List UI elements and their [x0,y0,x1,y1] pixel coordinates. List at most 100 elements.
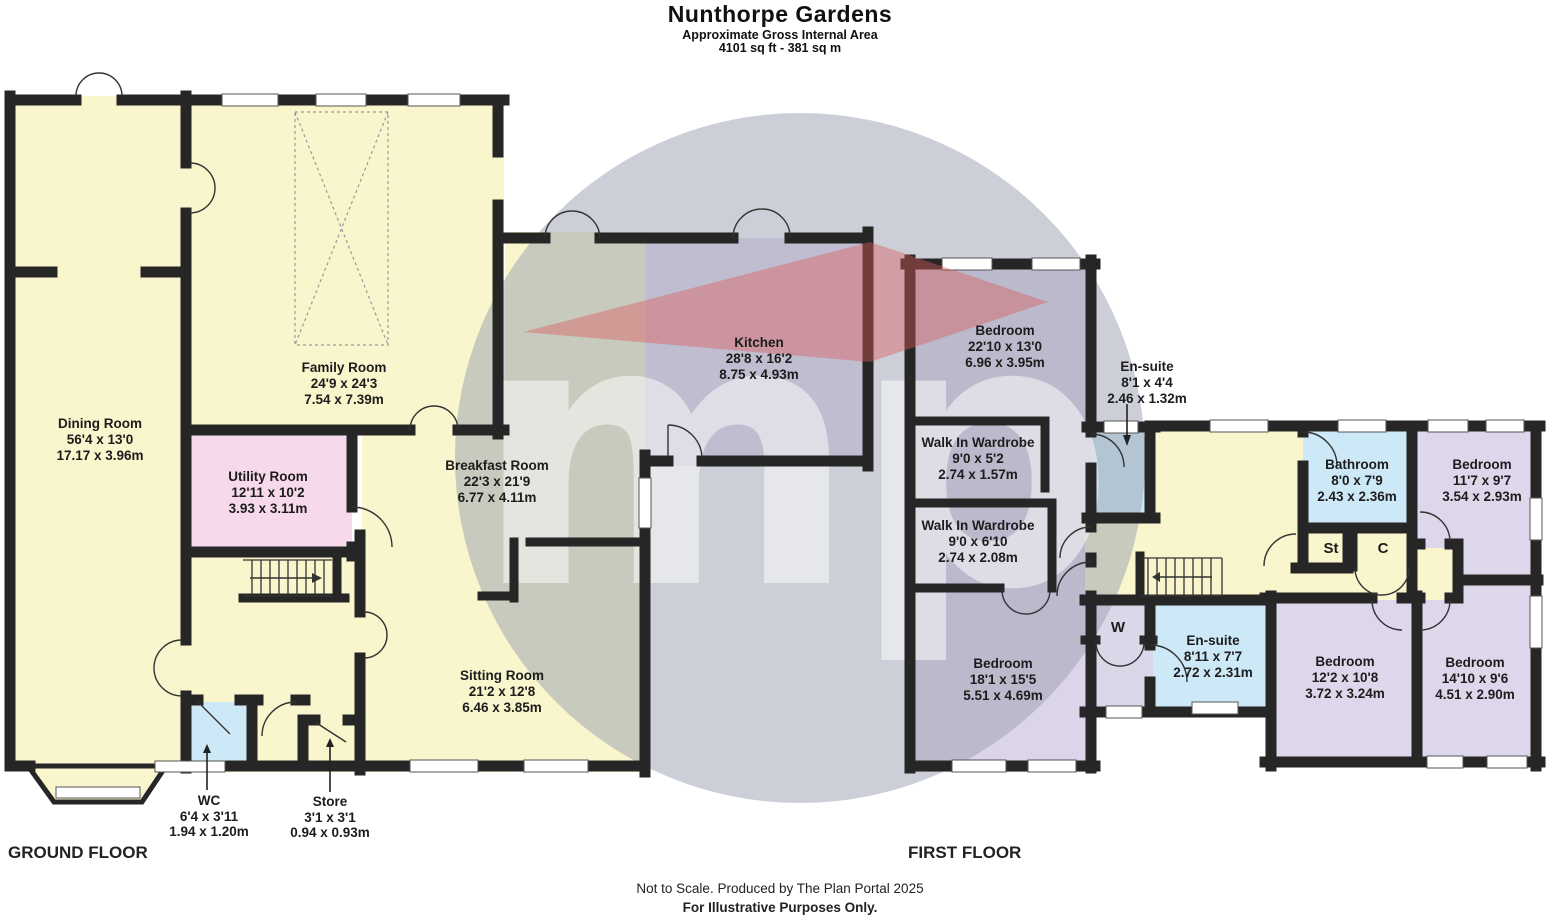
wardrobe1-name: Walk In Wardrobe [921,435,1035,450]
window-bedroom3-side [1529,497,1543,541]
sitting-imperial: 21'2 x 12'8 [469,684,536,699]
gross-area: 4101 sq ft - 381 sq m [718,41,842,55]
watermark-roof-triangle [523,242,1048,362]
sitting-name: Sitting Room [460,668,544,683]
utility-imperial: 12'11 x 10'2 [231,485,304,500]
first-room-labels: Bedroom 22'10 x 13'0 6.96 x 3.95m En-sui… [921,323,1521,703]
c-closet-label: C [1378,540,1389,557]
family-imperial: 24'9 x 24'3 [311,376,378,391]
ground-room-labels: Dining Room 56'4 x 13'0 17.17 x 3.96m Fa… [56,335,798,840]
kitchen-name: Kitchen [734,335,784,350]
window-bedroom5-a [1426,755,1464,769]
ensuite1-arrow [1123,435,1131,446]
wardrobe2-name: Walk In Wardrobe [921,518,1035,533]
bedroom4-imperial: 12'2 x 10'8 [1312,670,1379,685]
st-closet-label: St [1324,540,1339,557]
window-bedroom3-a [1427,419,1469,433]
window-bedroom3-b [1485,419,1525,433]
window-bedroom2-a [951,759,1007,773]
room-ensuite2 [1153,600,1271,712]
stairs-first-arrow [1152,572,1160,582]
bathroom-metric: 2.43 x 2.36m [1317,489,1397,504]
bedroom2-metric: 5.51 x 4.69m [963,688,1043,703]
bedroom3-imperial: 11'7 x 9'7 [1453,473,1511,488]
bedroom4-metric: 3.72 x 3.24m [1305,686,1385,701]
footer-line2: For Illustrative Purposes Only. [682,900,878,915]
bedroom2-name: Bedroom [973,656,1032,671]
bedroom1-imperial: 22'10 x 13'0 [968,339,1042,354]
ground-walls [4,90,874,778]
store-imperial: 3'1 x 3'1 [304,810,356,825]
bathroom-imperial: 8'0 x 7'9 [1331,473,1382,488]
ensuite2-imperial: 8'11 x 7'7 [1184,649,1242,664]
window-bedroom2-b [1027,759,1077,773]
window-sitting-2 [523,759,589,773]
window-breakfast [638,477,652,529]
window-w-closet [1105,705,1143,719]
bedroom5-name: Bedroom [1445,655,1504,670]
wc-arrow [203,744,211,753]
room-wc [190,702,252,766]
sitting-metric: 6.46 x 3.85m [462,700,542,715]
ensuite1-imperial: 8'1 x 4'4 [1121,375,1173,390]
bedroom5-imperial: 14'10 x 9'6 [1442,671,1509,686]
wardrobe1-metric: 2.74 x 1.57m [938,467,1018,482]
window-bedroom5-side [1529,595,1543,649]
ground-floor-label: GROUND FLOOR [8,843,148,862]
wc-metric: 1.94 x 1.20m [169,824,249,839]
dining-imperial: 56'4 x 13'0 [67,432,133,447]
bedroom5-metric: 4.51 x 2.90m [1435,687,1515,702]
bathroom-name: Bathroom [1325,457,1389,472]
page-title: Nunthorpe Gardens [667,1,893,27]
ensuite1-metric: 2.46 x 1.32m [1107,391,1187,406]
window-bedroom5-b [1486,755,1528,769]
ensuite1-name: En-suite [1120,359,1174,374]
family-name: Family Room [302,360,387,375]
bedroom3-name: Bedroom [1452,457,1511,472]
window-wc [154,760,226,773]
window-landing [1209,419,1269,433]
window-bedroom1-b [1031,257,1081,271]
breakfast-imperial: 22'3 x 21'9 [464,474,530,489]
bedroom4-name: Bedroom [1315,654,1374,669]
window-ensuite1 [1103,420,1139,434]
stairs-first [1140,557,1223,597]
window-bedroom1-a [941,257,993,271]
wardrobe1-imperial: 9'0 x 5'2 [952,451,1003,466]
wc-imperial: 6'4 x 3'11 [180,809,239,824]
ensuite2-metric: 2.72 x 2.31m [1173,665,1253,680]
room-dining [10,96,188,768]
first-floor-label: FIRST FLOOR [908,843,1022,862]
window-family-2 [315,93,367,107]
window-family-3 [407,93,461,107]
store-metric: 0.94 x 0.93m [290,825,370,840]
w-closet-label: W [1111,619,1126,636]
room-bedroom5 [1412,585,1538,762]
kitchen-imperial: 28'8 x 16'2 [726,351,792,366]
breakfast-name: Breakfast Room [445,458,549,473]
page-subtitle: Approximate Gross Internal Area [682,28,878,42]
utility-metric: 3.93 x 3.11m [229,501,308,516]
wardrobe2-metric: 2.74 x 2.08m [938,550,1018,565]
ensuite2-name: En-suite [1186,633,1240,648]
first-partition-walls [905,416,1158,645]
ground-partition-walls [238,537,650,603]
bedroom1-name: Bedroom [975,323,1034,338]
dining-name: Dining Room [58,416,142,431]
wc-name: WC [198,793,221,808]
family-room-dashed-void [294,111,389,346]
store-name: Store [313,794,348,809]
dining-metric: 17.17 x 3.96m [56,448,143,463]
room-bathroom [1303,428,1415,530]
label-arrows [203,404,1131,792]
stairs-ground-arrow [312,573,322,583]
family-metric: 7.54 x 7.39m [304,392,384,407]
window-sitting-1 [409,759,479,773]
window-family-1 [221,93,279,107]
windows [55,93,1543,799]
store-arrow [326,738,334,747]
wardrobe2-imperial: 9'0 x 6'10 [949,534,1008,549]
room-family [188,96,504,434]
